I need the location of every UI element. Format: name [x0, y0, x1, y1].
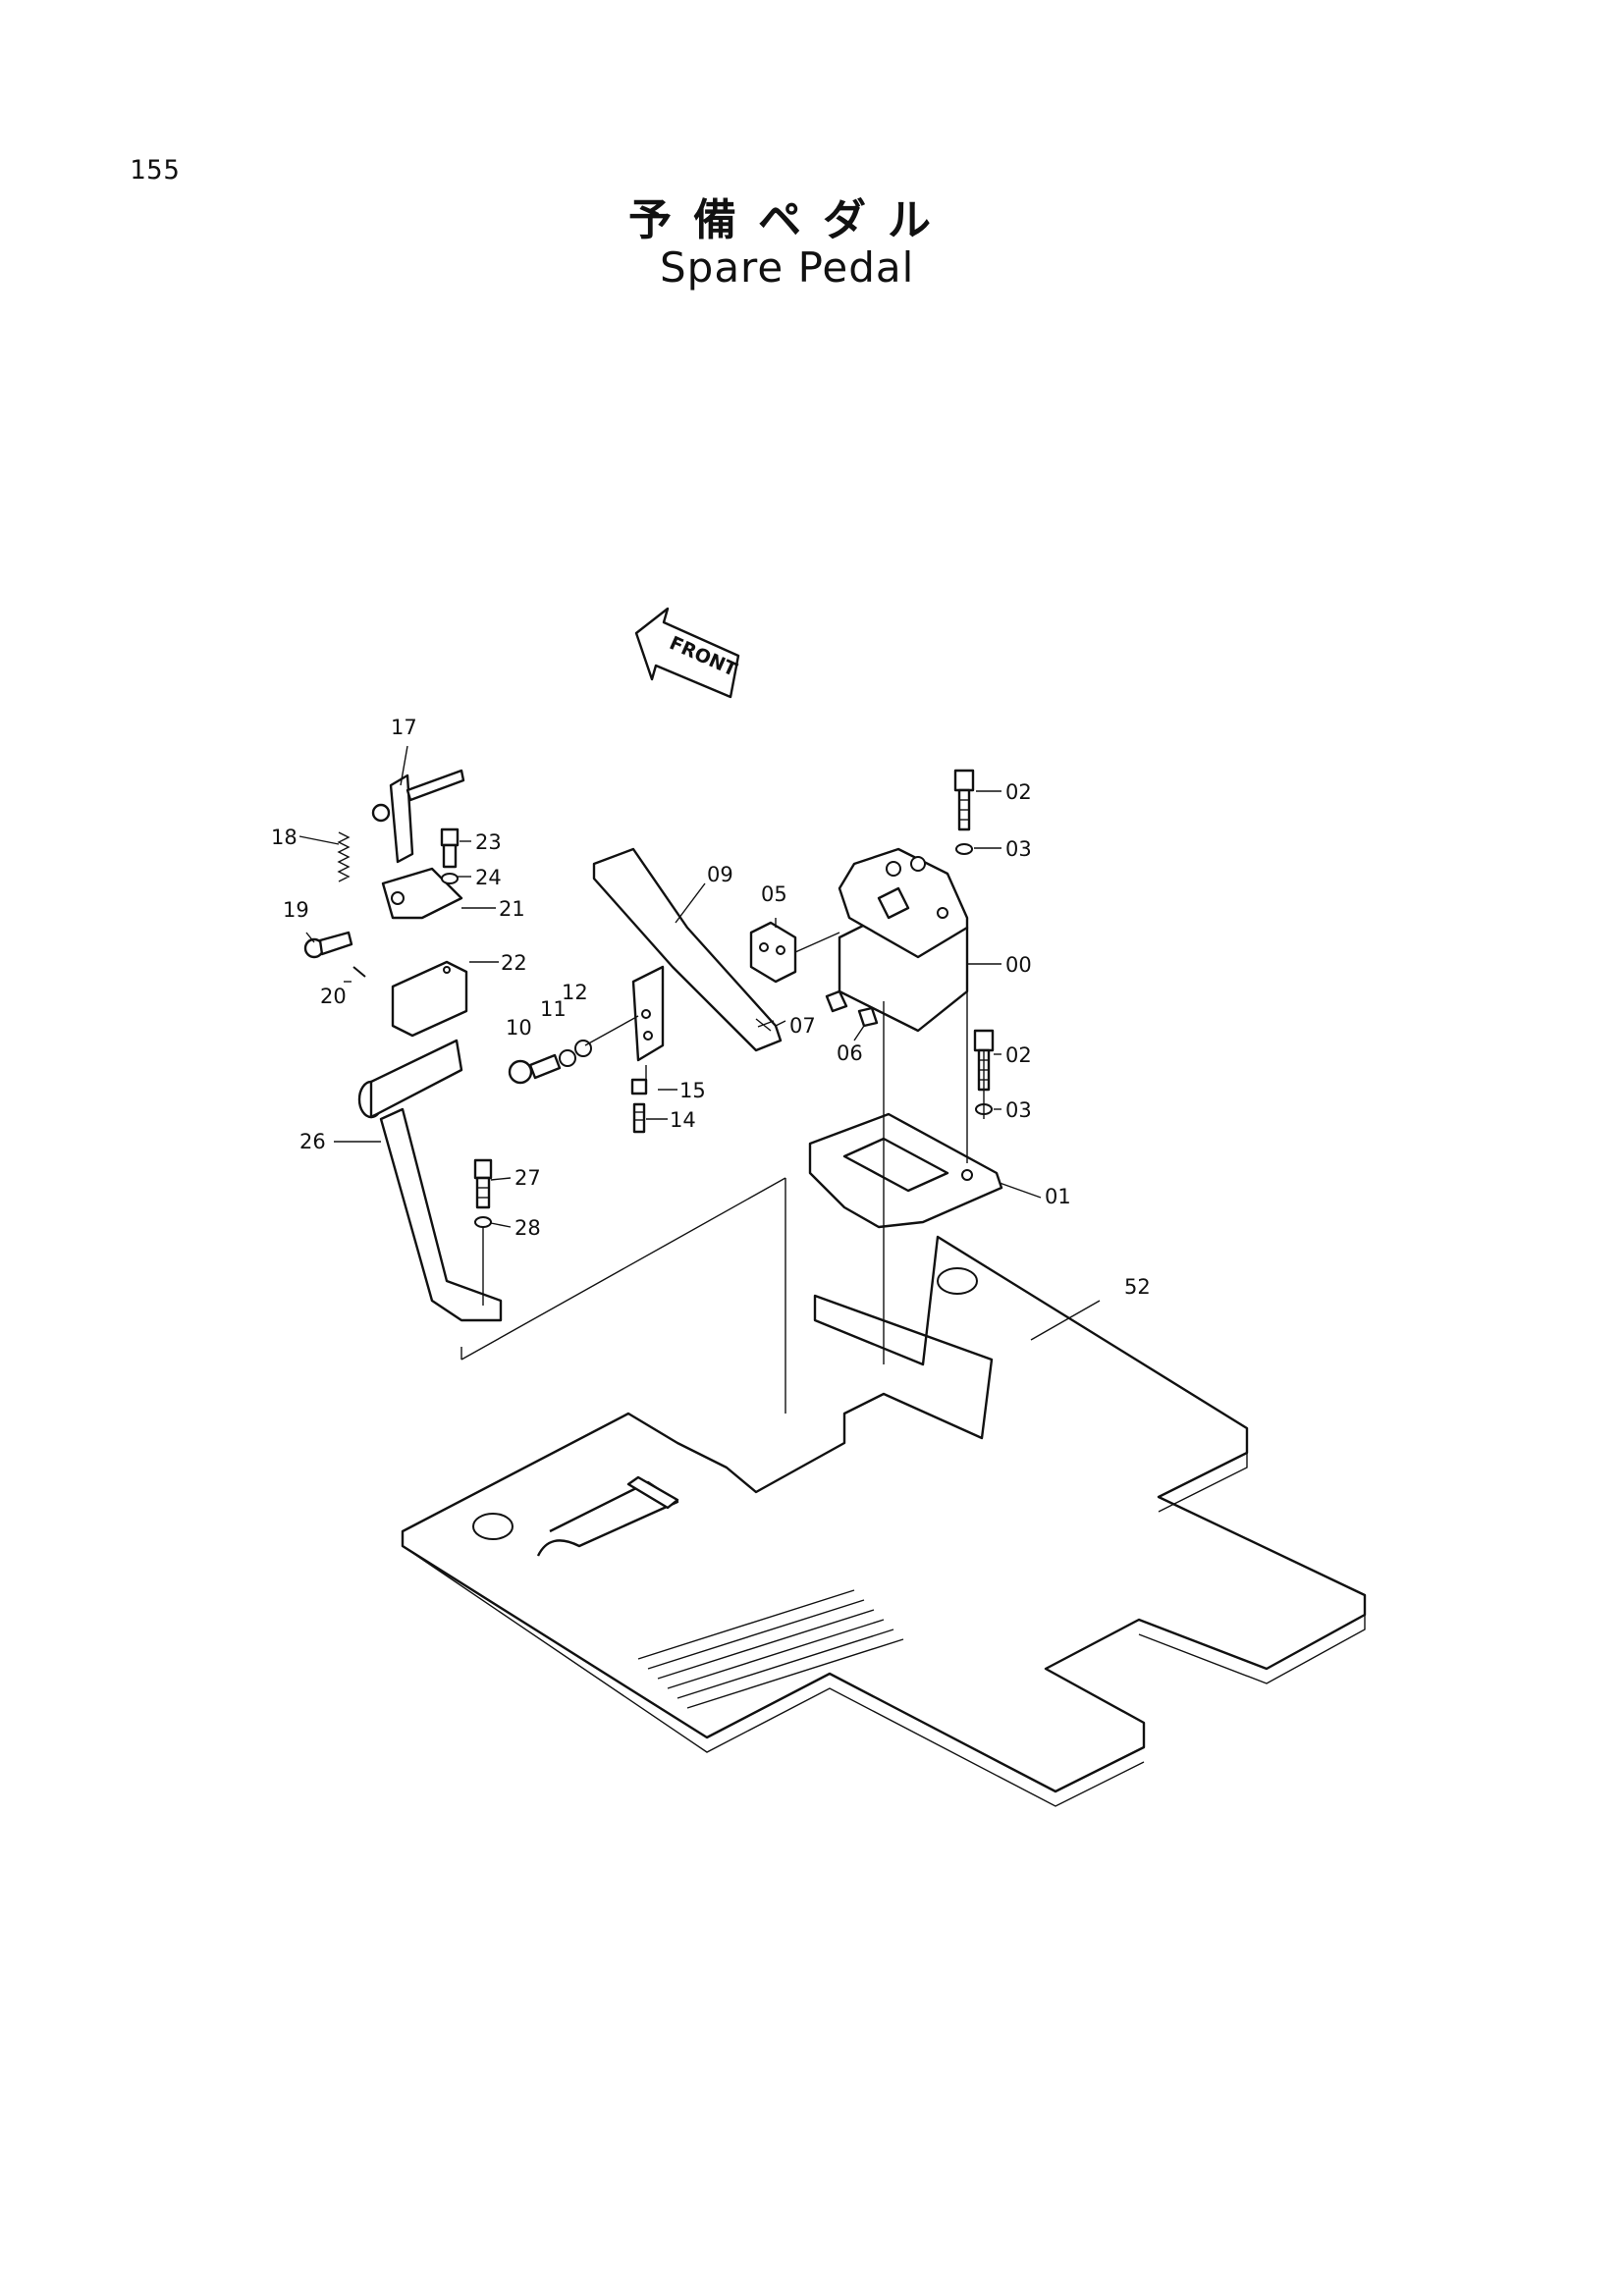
callout-00: 00 [1005, 953, 1032, 977]
pedal-arm [592, 847, 783, 1062]
roller-pin [825, 989, 848, 1013]
page-title-english: Spare Pedal [660, 243, 915, 292]
callout-01: 01 [1045, 1185, 1071, 1208]
spring-pin [857, 1006, 879, 1028]
front-arrow-icon: FRONT [634, 607, 740, 699]
callout-24: 24 [475, 866, 502, 889]
callout-22: 22 [501, 951, 527, 975]
callout-11: 11 [540, 997, 567, 1021]
cam-block [749, 921, 797, 984]
lever-bolt [440, 828, 460, 884]
linkage-lever [371, 769, 465, 864]
callout-03-upper: 03 [1005, 837, 1032, 861]
callout-07: 07 [789, 1014, 816, 1038]
callout-21: 21 [499, 897, 525, 921]
callout-23: 23 [475, 830, 502, 854]
callout-52: 52 [1124, 1275, 1151, 1299]
callout-14: 14 [670, 1108, 696, 1132]
callout-17: 17 [391, 716, 417, 739]
return-spring [337, 831, 351, 882]
callout-26: 26 [299, 1130, 326, 1153]
assembly-lines [460, 932, 985, 1414]
mounting-bracket-plate [808, 1112, 1003, 1229]
callout-19: 19 [283, 898, 309, 922]
pedal-bolt [473, 1158, 493, 1228]
callout-09: 09 [707, 863, 733, 886]
callout-12: 12 [562, 981, 588, 1004]
callout-06: 06 [837, 1041, 863, 1065]
lever-pin [303, 931, 366, 978]
damper-block [391, 960, 468, 1038]
callout-18: 18 [271, 826, 298, 849]
callout-03-lower: 03 [1005, 1098, 1032, 1122]
spare-pedal [357, 1039, 503, 1322]
pilot-valve-body [838, 847, 969, 1033]
callout-05: 05 [761, 882, 787, 906]
valve-bolt-upper [953, 769, 975, 855]
pivot-bolt [508, 1040, 592, 1085]
stopper-bolt [630, 1078, 648, 1134]
callout-02-lower: 02 [1005, 1043, 1032, 1067]
callout-28: 28 [514, 1216, 541, 1240]
callout-labels: 02 03 00 02 03 01 52 05 09 07 06 12 11 1… [271, 716, 1151, 1299]
page-number: 155 [130, 155, 181, 186]
page-title-japanese: 予備ペダル [628, 195, 952, 245]
floor-plate [401, 1235, 1367, 1807]
leader-lines [298, 745, 1101, 1341]
callout-27: 27 [514, 1166, 541, 1190]
callout-20: 20 [320, 985, 347, 1008]
callout-02-upper: 02 [1005, 780, 1032, 804]
callout-10: 10 [506, 1016, 532, 1040]
callout-15: 15 [679, 1079, 706, 1102]
